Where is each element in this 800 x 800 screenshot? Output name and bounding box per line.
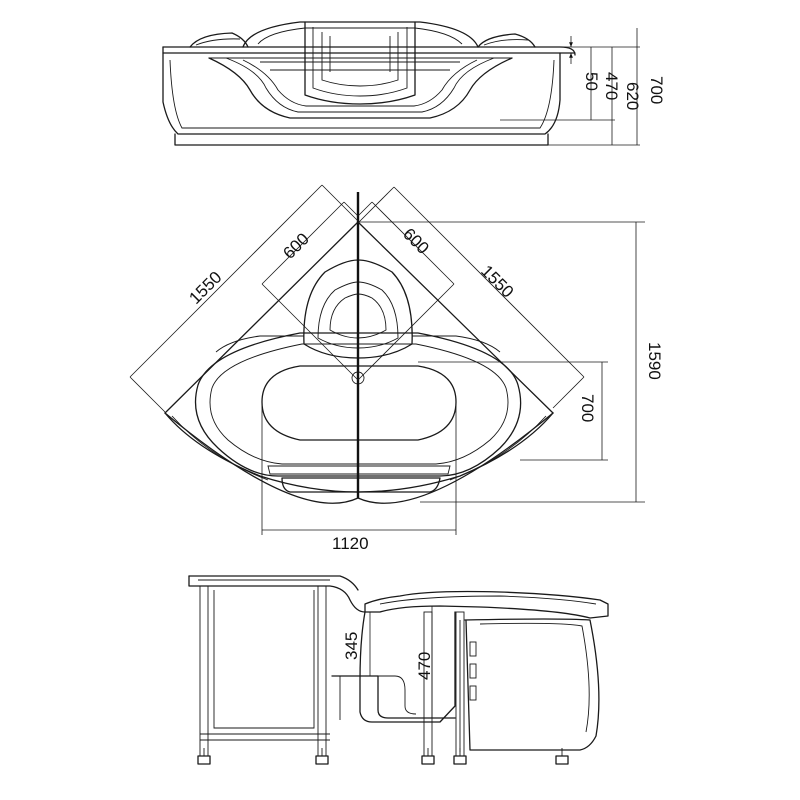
dim-label-345: 345 <box>342 632 361 660</box>
dim-label-470-section: 470 <box>415 652 434 680</box>
dim-label-1550-right: 1550 <box>477 261 517 301</box>
dim-label-700: 700 <box>578 394 597 422</box>
dim-label-1590: 1590 <box>645 342 664 380</box>
dim-label-600-left: 600 <box>279 229 312 262</box>
dim-label-600-right: 600 <box>399 224 432 257</box>
side-section-view: 345 470 <box>188 575 609 765</box>
dim-label-470: 470 <box>602 72 621 100</box>
dim-label-1120: 1120 <box>332 534 369 553</box>
front-elevation-view: 50 470 620 700 <box>162 21 666 146</box>
plan-view: 600 600 1550 1550 1590 700 1120 <box>129 184 664 553</box>
dim-label-620: 620 <box>623 82 642 110</box>
dim-label-700: 700 <box>647 76 666 104</box>
dim-label-50: 50 <box>582 72 601 91</box>
